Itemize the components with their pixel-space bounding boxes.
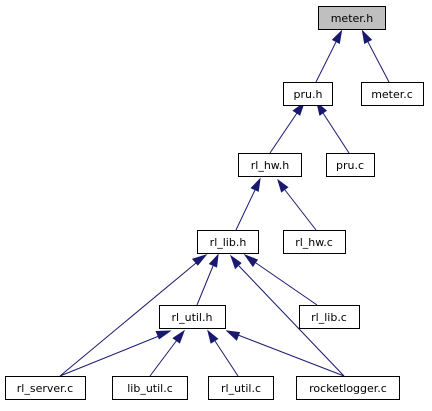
node-rl-hw-c-label: rl_hw.c [295,236,333,249]
edge-rl-util-c-to-rl-util-h [207,329,239,377]
edge-pru-c-to-pru-h [316,101,350,154]
edge-rl-server-c-to-rl-lib-h [59,254,208,377]
node-pru-h-label: pru.h [294,88,323,101]
node-rl-server-c-label: rl_server.c [17,382,73,395]
node-rocketlogger-c[interactable]: rocketlogger.c [296,376,400,400]
node-meter-h[interactable]: meter.h [318,6,386,30]
node-rl-lib-c-label: rl_lib.c [311,311,347,324]
edge-rocketlogger-c-to-rl-lib-h [230,254,345,377]
node-rocketlogger-c-label: rocketlogger.c [309,382,387,395]
node-rl-util-h[interactable]: rl_util.h [159,305,226,329]
edge-rl-server-c-to-rl-util-h [59,330,172,377]
edge-rl-hw-h-to-pru-h [269,101,305,154]
node-meter-c-label: meter.c [371,88,413,101]
edge-pru-h-to-meter-h [315,29,343,83]
node-meter-h-label: meter.h [331,12,374,25]
node-rl-hw-h-label: rl_hw.h [251,159,290,172]
edge-rl-lib-h-to-rl-hw-h [235,177,261,231]
node-rl-hw-c[interactable]: rl_hw.c [283,230,346,254]
edge-lib-util-c-to-rl-util-h [149,329,186,377]
node-rl-server-c[interactable]: rl_server.c [5,376,86,400]
node-meter-c[interactable]: meter.c [361,82,424,106]
edge-rl-util-h-to-rl-lib-h [196,253,219,306]
node-rl-util-c-label: rl_util.c [221,382,261,395]
node-pru-h[interactable]: pru.h [283,82,333,106]
edge-rocketlogger-c-to-rl-util-h [225,330,345,377]
node-rl-lib-c[interactable]: rl_lib.c [299,305,360,329]
node-pru-c-label: pru.c [336,159,364,172]
node-rl-lib-h-label: rl_lib.h [210,236,247,249]
node-rl-hw-h[interactable]: rl_hw.h [238,153,302,177]
edge-rl-hw-c-to-rl-hw-h [277,178,317,231]
node-rl-util-c[interactable]: rl_util.c [208,376,274,400]
node-rl-lib-h[interactable]: rl_lib.h [197,230,259,254]
edge-rl-lib-c-to-rl-lib-h [243,253,318,306]
node-lib-util-c[interactable]: lib_util.c [112,376,188,400]
node-rl-util-h-label: rl_util.h [172,311,213,324]
node-lib-util-c-label: lib_util.c [127,382,173,395]
edge-meter-c-to-meter-h [361,29,390,83]
node-pru-c[interactable]: pru.c [326,153,375,177]
